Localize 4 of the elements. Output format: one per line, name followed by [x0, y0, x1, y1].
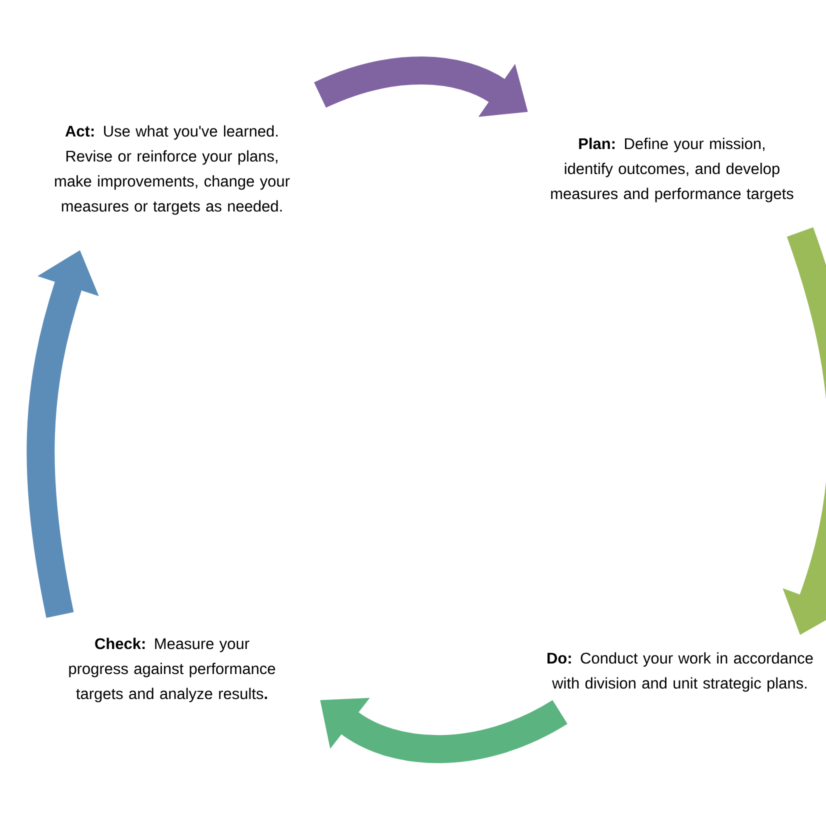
step-text: Act: Use what you've learned. Revise or reinforce your plans, make improvements, change your measures or targets as needed. — [55, 125, 290, 215]
step-text: Do: Conduct your work in accordance with division and unit strategic plans. — [548, 652, 813, 692]
step-text: Check: Measure your progress against performance targets and analyze results. — [69, 638, 276, 702]
step-text: Plan: Define your mission, identify outcomes, and develop measures and performance targets — [551, 138, 794, 202]
